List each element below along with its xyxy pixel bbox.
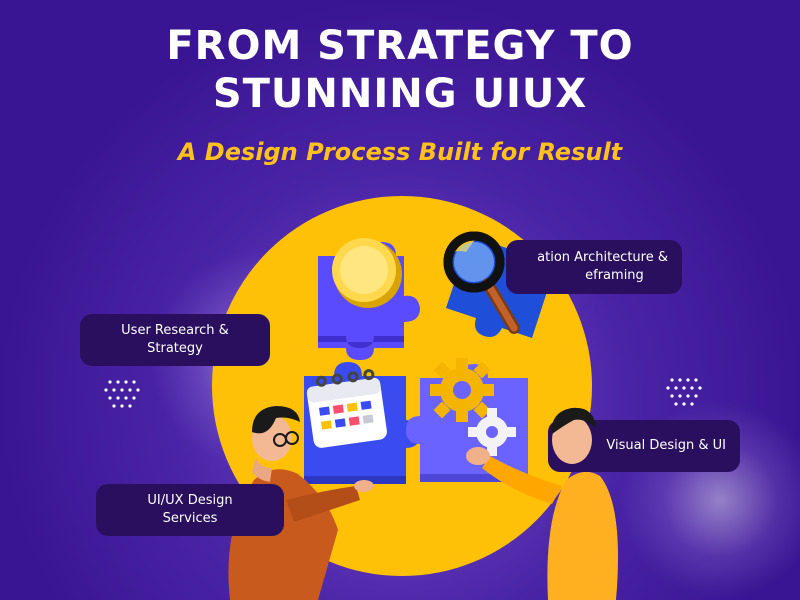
dot-pattern-right <box>666 378 702 406</box>
title-line-2: STUNNING UIUX <box>212 71 588 117</box>
label-visual-design: Visual Design & UI <box>548 420 740 472</box>
label-services-line2: Services <box>162 511 218 526</box>
gear-icon <box>430 358 494 422</box>
title-line-1: FROM STRATEGY TO <box>166 23 634 69</box>
label-services-line1: UI/UX Design <box>147 493 233 508</box>
page-title: FROM STRATEGY TO STUNNING UIUX <box>0 22 800 118</box>
gear-icon-small <box>468 408 516 456</box>
label-ia-line1: ation Architecture & <box>537 250 668 265</box>
label-visual-line1: Visual Design & UI <box>606 438 726 453</box>
calendar-icon <box>306 369 387 448</box>
label-user-research-line2: Strategy <box>147 341 203 356</box>
label-user-research: User Research & Strategy <box>80 314 270 366</box>
page-subtitle: A Design Process Built for Result <box>177 138 623 166</box>
label-information-architecture: ation Architecture & eframing <box>506 240 682 294</box>
dot-pattern-left <box>104 380 140 408</box>
label-ia-line2: eframing <box>585 268 644 283</box>
label-user-research-line1: User Research & <box>121 323 229 338</box>
coin-icon <box>332 238 402 308</box>
label-uiux-services: UI/UX Design Services <box>96 484 284 536</box>
